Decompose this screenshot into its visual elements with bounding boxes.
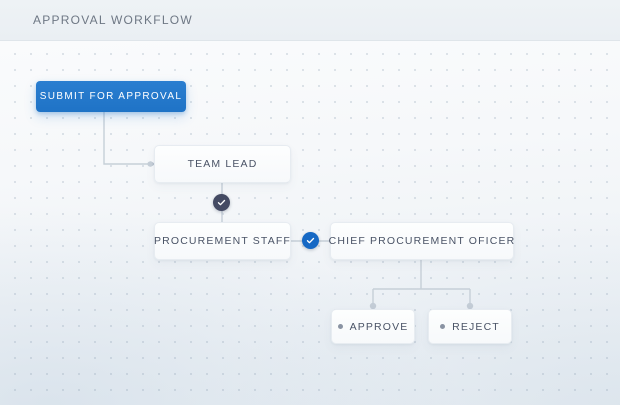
header-bar: APPROVAL WORKFLOW <box>0 0 620 41</box>
workflow-node-team-lead[interactable]: TEAM LEAD <box>154 145 291 183</box>
page-title: APPROVAL WORKFLOW <box>33 13 193 27</box>
endpoint-dot-team-lead <box>147 161 153 167</box>
approval-badge-procurement[interactable] <box>302 232 319 249</box>
workflow-node-procurement-staff[interactable]: PROCUREMENT STAFF <box>154 222 291 260</box>
status-dot-icon <box>440 324 446 329</box>
node-label: PROCUREMENT STAFF <box>154 235 291 247</box>
approval-badge-team-lead[interactable] <box>213 194 230 211</box>
status-dot-icon <box>337 324 343 329</box>
workflow-node-reject[interactable]: REJECT <box>428 309 512 344</box>
check-icon <box>306 237 315 244</box>
workflow-node-approve[interactable]: APPROVE <box>331 309 415 344</box>
node-label: APPROVE <box>349 320 409 333</box>
workflow-node-chief-procurement-officer[interactable]: CHIEF PROCUREMENT OFICER <box>328 222 516 260</box>
submit-for-approval-button[interactable]: SUBMIT FOR APPROVAL <box>36 81 186 112</box>
connector-submit-to-team-lead <box>103 112 150 165</box>
node-label: CHIEF PROCUREMENT OFICER <box>328 235 516 247</box>
check-icon <box>217 199 226 206</box>
node-label: TEAM LEAD <box>187 158 258 170</box>
node-label: REJECT <box>452 320 500 333</box>
